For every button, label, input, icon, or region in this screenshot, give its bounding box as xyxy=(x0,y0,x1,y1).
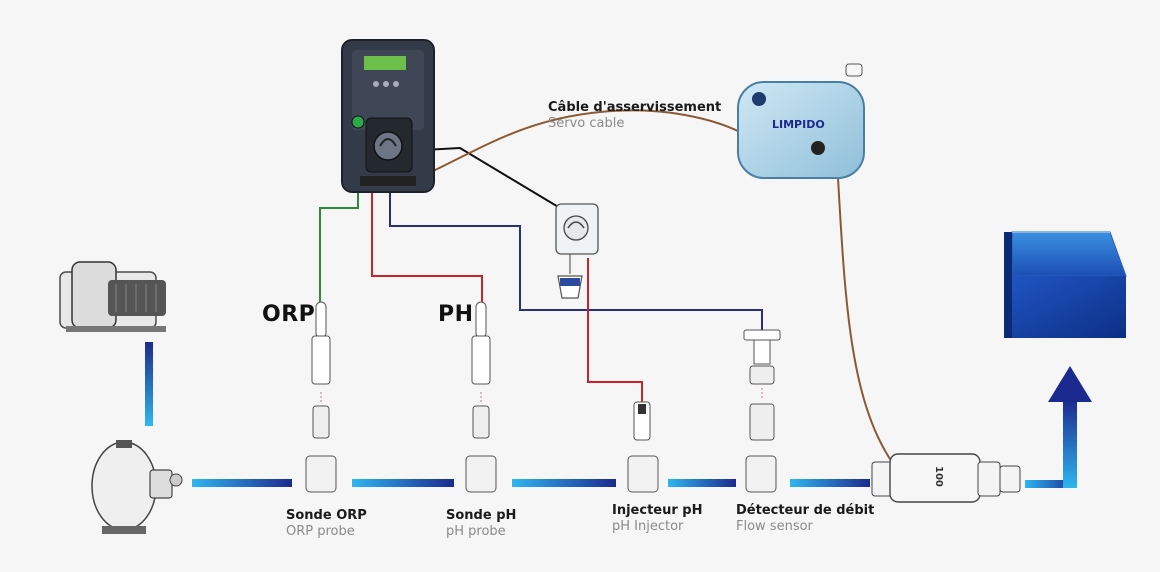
return-arrow-head xyxy=(1048,366,1092,402)
pipe-segment-riser xyxy=(1063,400,1077,488)
servo-cable-down xyxy=(837,177,893,463)
flow-meter: 100 xyxy=(871,453,1021,503)
ph-probe-label-fr: Sonde pH xyxy=(446,508,517,523)
injector-wire xyxy=(587,258,643,402)
pipe-segment-ph-injector xyxy=(512,479,616,487)
injector-label-fr: Injecteur pH xyxy=(612,503,703,518)
pipe-segment-injector-flow xyxy=(668,479,736,487)
flow-sensor-label-fr: Détecteur de débit xyxy=(736,503,875,518)
orp-probe xyxy=(305,301,337,493)
pipe-segment-orp-ph xyxy=(352,479,454,487)
servo-cable-label-fr: Câble d'asservissement xyxy=(548,100,722,115)
orp-probe-label-en: ORP probe xyxy=(286,524,355,539)
pool-pump xyxy=(59,261,166,332)
flow-sensor-label-en: Flow sensor xyxy=(736,519,813,534)
dosing-controller xyxy=(341,39,435,193)
pipe-segment-pump xyxy=(145,342,153,426)
ph-injector xyxy=(627,401,659,493)
pipe-network xyxy=(145,342,1092,488)
electrolyser-knob-icon xyxy=(811,141,825,155)
acid-canister xyxy=(557,275,583,299)
wires xyxy=(319,109,893,463)
power-led-icon xyxy=(351,115,365,129)
pipe-segment-flow-meter xyxy=(790,479,870,487)
ph-probe-label-en: pH probe xyxy=(446,524,506,539)
orp-big-label: ORP xyxy=(262,302,316,327)
flow-wire xyxy=(389,192,763,330)
ph-probe xyxy=(465,301,497,493)
orp-wire xyxy=(319,192,359,302)
electrolyser-brand: LIMPIDO xyxy=(772,118,825,131)
injector-label-en: pH Injector xyxy=(612,519,684,534)
pipe-segment-meter-out xyxy=(1025,480,1077,488)
peristaltic-pump-icon xyxy=(373,131,403,161)
servo-cable xyxy=(409,109,753,183)
ph-big-label: PH xyxy=(438,302,474,327)
flow-meter-marking: 100 xyxy=(933,466,944,487)
ph-wire xyxy=(371,192,483,302)
pipe-segment-filter-orp xyxy=(192,479,292,487)
servo-cable-label-en: Servo cable xyxy=(548,116,625,131)
pool xyxy=(1004,231,1127,338)
flow-sensor xyxy=(743,329,781,493)
sand-filter xyxy=(91,440,183,534)
orp-probe-label-fr: Sonde ORP xyxy=(286,508,367,523)
controller-display xyxy=(364,56,406,70)
ph-dosing-pump xyxy=(555,203,599,274)
salt-electrolyser: LIMPIDO xyxy=(737,63,865,179)
